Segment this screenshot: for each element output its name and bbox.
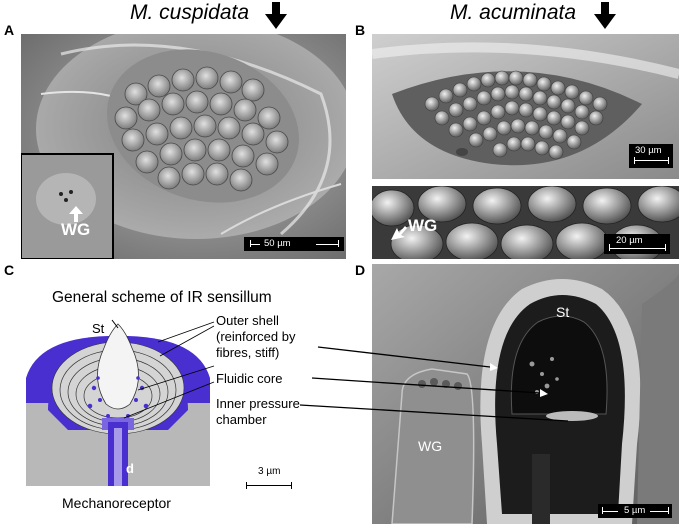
panel-d-image: St WG 5 µm [372, 264, 679, 524]
scheme-title: General scheme of IR sensillum [52, 289, 272, 306]
panel-label-a: A [4, 22, 15, 38]
panel-label-d: D [355, 262, 366, 278]
scale-bar-a: 50 µm [244, 237, 344, 251]
wg-arrow-icon [69, 206, 83, 222]
species-title-b: M. acuminata [450, 1, 577, 24]
scale-bar-b-bottom: 20 µm [604, 234, 670, 254]
scheme-label-fluidic-core: Fluidic core [216, 371, 283, 386]
panel-b-top-image: 30 µm [372, 34, 679, 179]
scale-bar-d: 5 µm [598, 504, 672, 518]
panel-a-image: WG 50 µm [21, 34, 346, 259]
sem-acuminata-image [372, 34, 679, 179]
fib-label-st: St [556, 304, 570, 320]
scale-bar-b-top: 30 µm [629, 144, 673, 168]
scale-label-d: 5 µm [624, 505, 646, 516]
wg-label-b: WG [408, 216, 438, 235]
scheme-label-mechanoreceptor: Mechanoreceptor [62, 495, 171, 511]
wg-label-a: WG [61, 220, 91, 239]
scheme-label-inner-chamber: Inner pressure chamber [216, 396, 300, 427]
panel-label-c: C [4, 262, 15, 278]
scheme-label-outer-shell: Outer shell (reinforced by fibres, stiff… [216, 313, 296, 360]
fib-section-image [372, 264, 679, 524]
down-arrow-icon [594, 2, 616, 29]
wg-arrow-icon [391, 226, 407, 240]
scale-label-a: 50 µm [264, 238, 291, 249]
down-arrow-icon [265, 2, 287, 29]
scheme-scale-bar [246, 482, 292, 490]
fib-label-wg: WG [418, 438, 443, 454]
panel-b-bottom-image: WG 20 µm [372, 186, 679, 259]
species-title-a: M. cuspidata [130, 1, 250, 24]
scheme-label-d: d [126, 461, 134, 476]
scheme-scale-label: 3 µm [258, 466, 281, 477]
scheme-label-st: St [92, 321, 105, 336]
sem-cuspidata-image [21, 34, 346, 259]
scale-label-b-bottom: 20 µm [616, 235, 643, 246]
panel-label-b: B [355, 22, 366, 38]
scale-label-b-top: 30 µm [635, 145, 662, 156]
ir-sensillum-scheme [26, 319, 215, 486]
